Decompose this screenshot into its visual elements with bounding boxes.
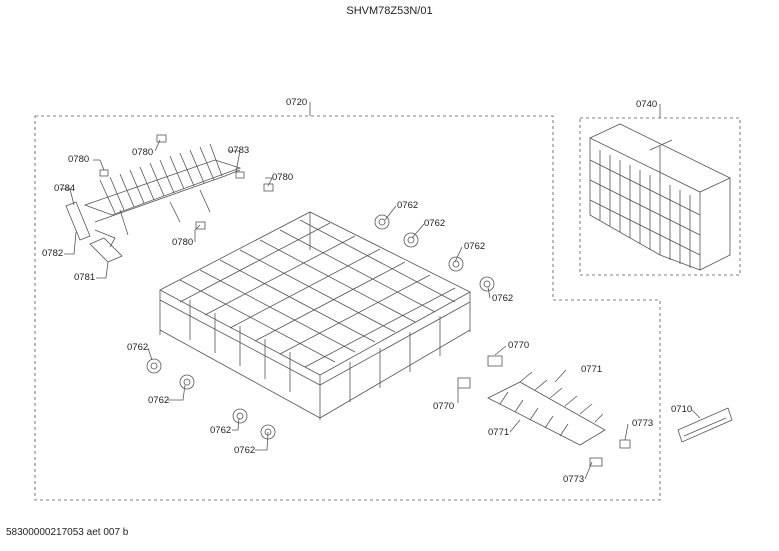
rack-wheels-drawing: [146, 214, 495, 440]
cup-shelf-drawing: [83, 143, 242, 248]
label-0762-a: 0762: [397, 200, 419, 211]
label-0780-a: 0780: [68, 154, 90, 165]
tine-row-drawing: [457, 355, 631, 467]
label-0762-e: 0762: [127, 342, 149, 353]
cutlery-basket-outline: [579, 117, 741, 276]
label-0762-b: 0762: [424, 218, 446, 229]
label-0771-a: 0771: [581, 364, 603, 375]
label-0762-d: 0762: [492, 293, 514, 304]
label-0784: 0784: [54, 183, 76, 194]
label-0770-a: 0770: [508, 340, 530, 351]
label-0762-c: 0762: [464, 241, 486, 252]
label-0770-b: 0770: [433, 401, 455, 412]
cutlery-basket-drawing: [589, 123, 731, 271]
label-0720: 0720: [286, 97, 308, 108]
label-0780-d: 0780: [172, 237, 194, 248]
label-0762-g: 0762: [210, 425, 232, 436]
label-0782: 0782: [42, 248, 64, 259]
shelf-clip-drawings: [65, 134, 274, 263]
lower-rack-drawing: [159, 211, 471, 420]
label-0780-b: 0780: [132, 147, 154, 158]
label-0762-h: 0762: [234, 445, 256, 456]
label-0762-f: 0762: [148, 395, 170, 406]
label-0710: 0710: [671, 404, 693, 415]
handle-cover-drawing: [677, 407, 733, 443]
label-0781: 0781: [74, 272, 96, 283]
rack-assembly-outline: [34, 115, 661, 501]
document-footer: 58300000217053 aet 007 b: [6, 527, 129, 538]
label-0740: 0740: [636, 99, 658, 110]
label-0780-c: 0780: [272, 172, 294, 183]
label-0773-a: 0773: [632, 418, 654, 429]
label-0773-b: 0773: [563, 474, 585, 485]
model-title: SHVM78Z53N/01: [346, 5, 433, 17]
label-0771-b: 0771: [488, 427, 510, 438]
label-0783: 0783: [228, 145, 250, 156]
